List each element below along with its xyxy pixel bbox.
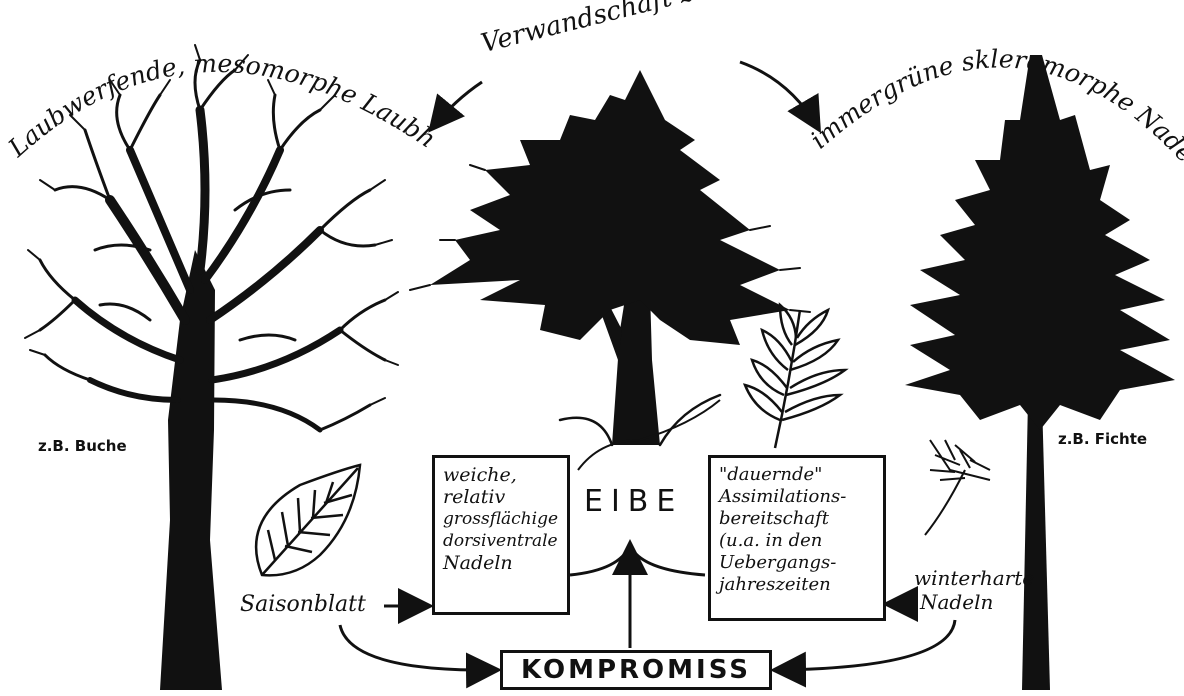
- left-box-line: dorsiventrale: [443, 530, 559, 552]
- eibe-label: EIBE: [584, 484, 683, 519]
- right-box-line: Assimilations-: [719, 486, 875, 508]
- right-input-line: Nadeln: [914, 590, 1034, 614]
- left-box-line: weiche,: [443, 464, 559, 486]
- winterharte-nadeln-label: winterharte Nadeln: [914, 566, 1034, 614]
- beech-leaf-icon: [256, 465, 360, 575]
- tree-right-label: z.B. Fichte: [1058, 430, 1147, 448]
- arrow-boxes-to-eibe: [570, 545, 705, 575]
- arrow-left-to-kompromiss: [340, 625, 496, 670]
- left-trait-box: weiche, relativ grossflächige dorsiventr…: [432, 455, 570, 615]
- arrow-right-to-kompromiss: [776, 620, 955, 670]
- saisonblatt-label: Saisonblatt: [240, 592, 366, 617]
- left-box-line: relativ: [443, 486, 559, 508]
- right-box-line: (u.a. in den: [719, 530, 875, 552]
- left-box-line: grossflächige: [443, 508, 559, 530]
- arrow-to-right-title: [740, 62, 818, 128]
- tree-left-label: z.B. Buche: [38, 437, 127, 455]
- arrow-to-left-title: [432, 82, 482, 128]
- spruce-twig-icon: [925, 440, 990, 535]
- left-box-line: Nadeln: [443, 552, 559, 574]
- right-input-line: winterharte: [914, 566, 1034, 590]
- right-trait-box: "dauernde" Assimilations- bereitschaft (…: [708, 455, 886, 621]
- right-box-line: jahreszeiten: [719, 574, 875, 596]
- right-box-line: bereitschaft: [719, 508, 875, 530]
- right-box-line: "dauernde": [719, 464, 875, 486]
- kompromiss-box: KOMPROMISS: [500, 650, 772, 690]
- yew-twig-icon: [745, 305, 845, 448]
- yew-tree-icon: [410, 70, 810, 445]
- right-box-line: Uebergangs-: [719, 552, 875, 574]
